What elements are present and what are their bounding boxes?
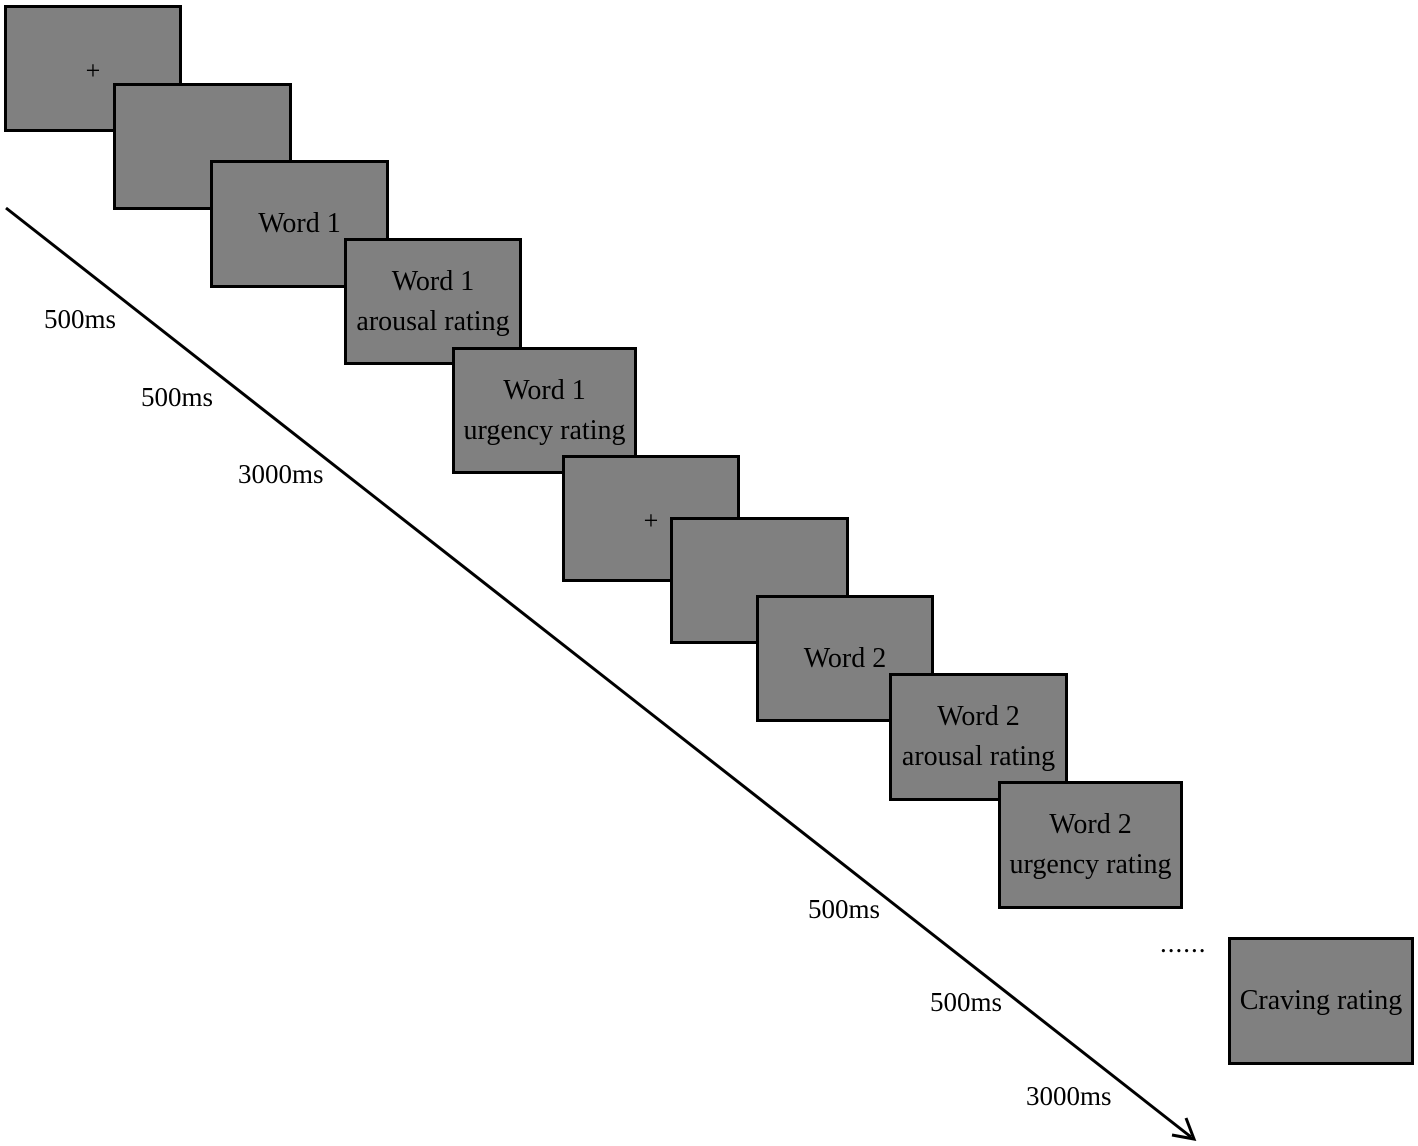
timing-label-word-2: 3000ms — [1026, 1081, 1112, 1111]
screen-word-2-arousal-rating: Word 2 arousal rating — [889, 673, 1068, 801]
screen-word-1: Word 1 — [210, 160, 389, 288]
screen-word-2-arousal-line-2: arousal rating — [901, 741, 1056, 772]
screen-word-1-arousal-line-1: Word 1 — [391, 265, 475, 297]
screen-word-1-urgency-rating: Word 1 urgency rating — [452, 347, 637, 474]
screen-word-1-arousal-line-2: arousal rating — [356, 305, 510, 337]
timing-label-blank-2: 500ms — [930, 987, 1003, 1017]
screen-word-1-urgency-line-2: urgency rating — [463, 414, 626, 446]
screen-word-2-urgency-rating: Word 2 urgency rating — [998, 781, 1183, 909]
screen-word-2-urgency-line-1: Word 2 — [1049, 809, 1132, 840]
continuation-ellipsis: ...... — [1160, 928, 1207, 958]
timing-label-fixation-1: 500ms — [44, 304, 117, 334]
timing-label-word-1: 3000ms — [238, 459, 324, 489]
timing-label-fixation-2: 500ms — [808, 894, 881, 924]
screen-word-1-line-1: Word 1 — [258, 208, 341, 239]
timeline-line — [5, 206, 1192, 1139]
fixation-cross-2: + — [643, 505, 659, 535]
screen-fixation-1: + — [4, 5, 182, 132]
screen-word-1-arousal-rating: Word 1 arousal rating — [344, 238, 522, 365]
screen-craving-rating: Craving rating — [1228, 937, 1414, 1065]
screen-word-2-urgency-line-2: urgency rating — [1009, 849, 1172, 880]
screen-word-1-urgency-line-1: Word 1 — [503, 374, 586, 406]
screen-craving-line-1: Craving rating — [1239, 985, 1403, 1016]
timeline-arrowhead-icon — [1171, 1117, 1197, 1141]
timing-label-blank-1: 500ms — [141, 382, 214, 412]
screen-word-2-arousal-line-1: Word 2 — [937, 701, 1020, 732]
fixation-cross: + — [85, 55, 101, 85]
screen-word-2-line-1: Word 2 — [803, 642, 887, 674]
